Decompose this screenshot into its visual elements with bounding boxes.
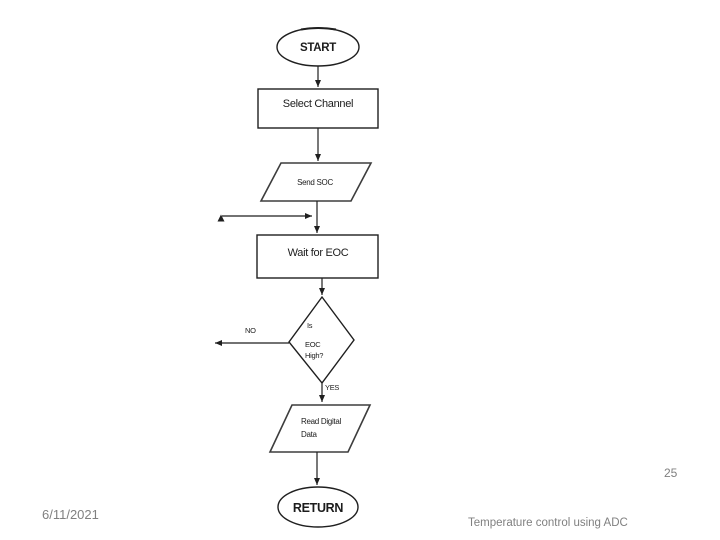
return-label: RETURN — [293, 501, 344, 515]
decision-label-line2: EOC — [305, 340, 321, 349]
select-channel-node — [257, 88, 379, 129]
select-channel-label: Select Channel — [283, 98, 353, 110]
feedback-up-arrowhead — [217, 214, 225, 222]
slide-footer-title: Temperature control using ADC — [468, 517, 628, 529]
start-label: START — [300, 42, 336, 54]
return-node — [277, 486, 359, 528]
slide-page-number: 25 — [664, 466, 678, 480]
start-node-top-chord — [300, 27, 337, 31]
decision-label-line3: High? — [305, 351, 323, 360]
wait-eoc-node — [256, 234, 379, 279]
decision-node — [288, 295, 355, 385]
no-branch-label: NO — [245, 326, 256, 335]
read-data-label-line1: Read Digital — [301, 417, 342, 426]
slide-date: 6/11/2021 — [42, 507, 99, 522]
decision-label-line1: Is — [307, 321, 313, 330]
wait-eoc-label: Wait for EOC — [288, 247, 349, 259]
yes-branch-label: YES — [325, 383, 339, 392]
send-soc-node — [259, 162, 373, 202]
read-data-node — [268, 404, 372, 453]
read-data-label-line2: Data — [301, 430, 318, 439]
send-soc-label: Send SOC — [297, 178, 333, 187]
